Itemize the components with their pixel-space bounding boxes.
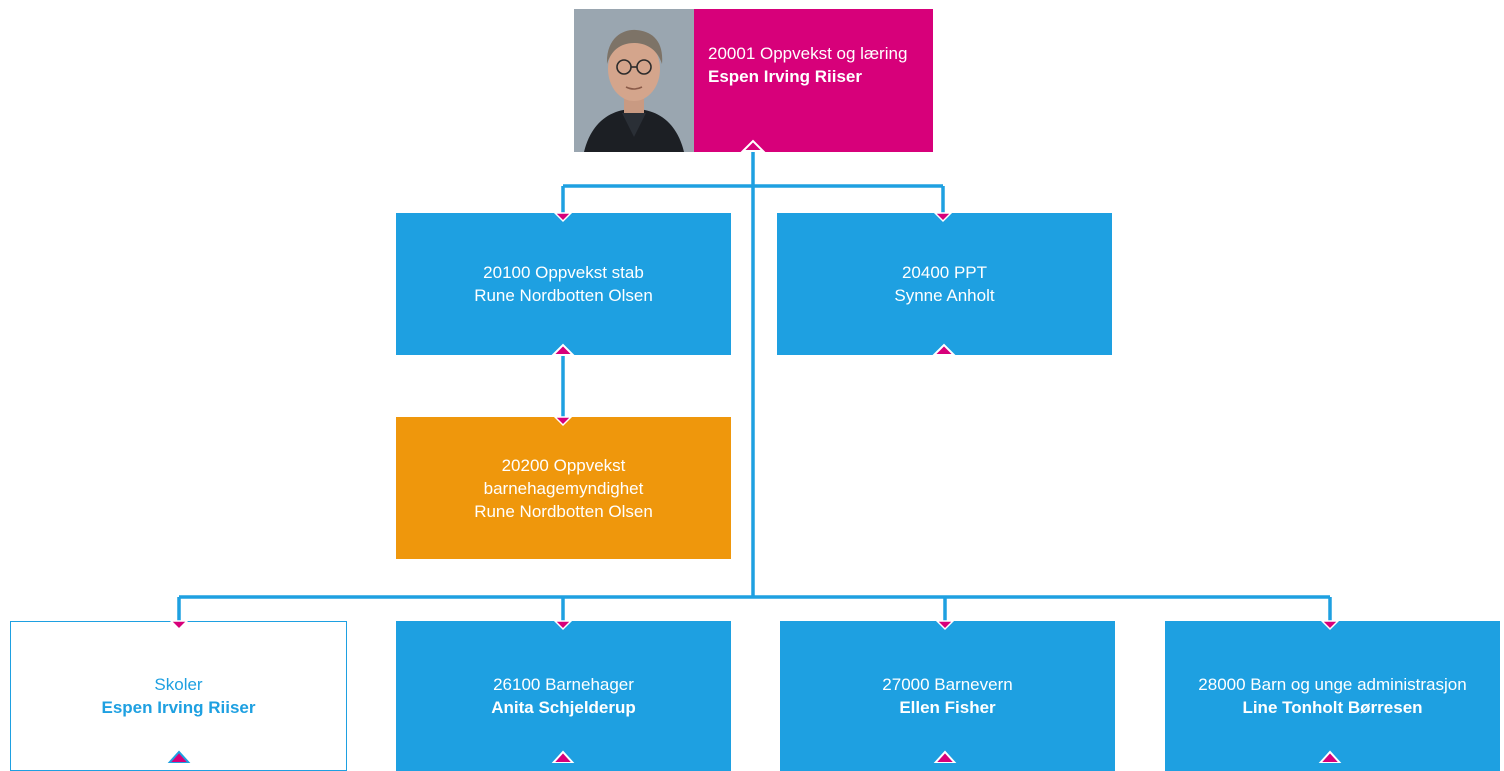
node-person: Rune Nordbotten Olsen — [474, 501, 653, 521]
node-code-name: 26100 Barnehager — [493, 675, 634, 694]
node-oppvekst-stab[interactable]: 20100 Oppvekst stab Rune Nordbotten Olse… — [396, 213, 731, 355]
root-node-person: Espen Irving Riiser — [708, 67, 862, 86]
root-node-text: 20001 Oppvekst og læring Espen Irving Ri… — [694, 9, 917, 152]
root-node-code-name: 20001 Oppvekst og læring — [708, 44, 908, 63]
node-barnehager[interactable]: 26100 Barnehager Anita Schjelderup — [396, 621, 731, 771]
node-code-name: 20200 Oppvekst barnehagemyndighet — [483, 455, 644, 498]
node-person: Rune Nordbotten Olsen — [474, 286, 653, 305]
portrait-photo — [574, 9, 694, 152]
node-code-name: 27000 Barnevern — [882, 675, 1013, 694]
node-person: Ellen Fisher — [899, 698, 996, 717]
node-code-name: 20100 Oppvekst stab — [483, 263, 644, 282]
node-barn-og-unge[interactable]: 28000 Barn og unge administrasjon Line T… — [1165, 621, 1500, 771]
node-person: Synne Anholt — [894, 286, 995, 305]
connector-lines — [177, 150, 1332, 622]
node-barnevern[interactable]: 27000 Barnevern Ellen Fisher — [780, 621, 1115, 771]
node-code-name: Skoler — [154, 675, 203, 694]
node-code-name: 28000 Barn og unge administrasjon — [1198, 675, 1467, 694]
node-person: Espen Irving Riiser — [101, 698, 256, 717]
root-node[interactable]: 20001 Oppvekst og læring Espen Irving Ri… — [574, 9, 933, 152]
node-code-name: 20400 PPT — [901, 263, 988, 282]
node-skoler[interactable]: Skoler Espen Irving Riiser — [10, 621, 347, 771]
portrait-photo-icon — [574, 9, 694, 152]
node-barnehagemyndighet[interactable]: 20200 Oppvekst barnehagemyndighet Rune N… — [396, 417, 731, 559]
node-person: Anita Schjelderup — [491, 698, 636, 717]
node-ppt[interactable]: 20400 PPT Synne Anholt — [777, 213, 1112, 355]
node-person: Line Tonholt Børresen — [1242, 698, 1423, 717]
